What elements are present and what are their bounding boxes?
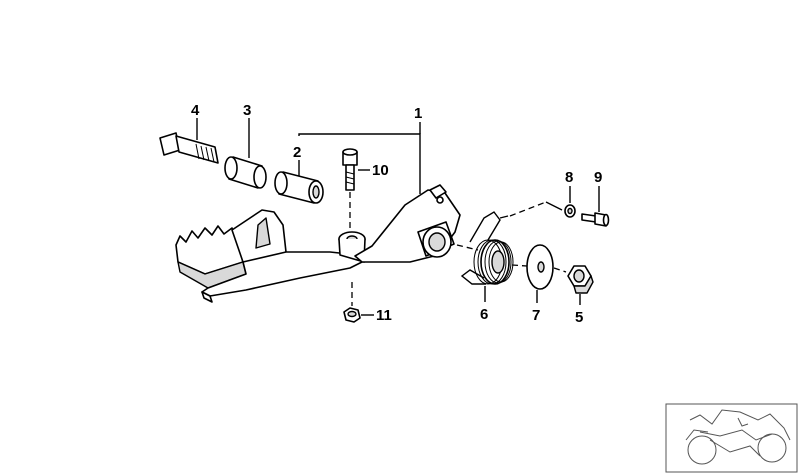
brake-pedal-lever xyxy=(175,184,461,303)
part-4-bolt xyxy=(159,132,219,164)
motorcycle-thumbnail xyxy=(665,403,798,473)
callout-7: 7 xyxy=(532,307,540,324)
callout-8: 8 xyxy=(565,169,573,186)
callout-2: 2 xyxy=(293,144,301,161)
callout-11: 11 xyxy=(376,307,392,324)
part-2-sleeve xyxy=(274,171,324,204)
part-9-bolt xyxy=(581,212,610,227)
part-7-washer xyxy=(526,244,554,290)
leader-1 xyxy=(298,133,421,194)
callout-3: 3 xyxy=(243,102,251,119)
part-5-hex-nut xyxy=(567,265,594,294)
callout-6: 6 xyxy=(480,306,488,323)
part-3-bushing xyxy=(224,156,267,189)
part-8-small-washer xyxy=(564,204,576,218)
part-10-screw xyxy=(342,148,358,191)
callout-5: 5 xyxy=(575,309,583,326)
callout-4: 4 xyxy=(191,102,200,119)
callout-10: 10 xyxy=(372,162,389,179)
part-11-nut xyxy=(343,307,361,323)
callout-9: 9 xyxy=(594,169,602,186)
part-6-spring xyxy=(460,211,514,285)
callout-1: 1 xyxy=(414,105,422,122)
